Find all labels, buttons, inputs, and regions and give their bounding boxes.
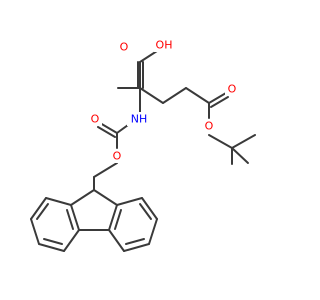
label-carbamate-o: O (113, 150, 122, 163)
bond-right-ring (123, 243, 150, 252)
label-ester-carbonyl-o: O (228, 83, 237, 96)
label-ester-o: O (205, 120, 214, 133)
bond-tbu-methyl (231, 134, 256, 149)
bond-carbamate-c-o-double (99, 122, 118, 134)
atom-oh: OH (154, 38, 174, 52)
bond-left-ring-double (36, 203, 49, 220)
bond-ch2-ester-c (185, 87, 210, 104)
bond-left-ring (30, 218, 40, 245)
atom-carbamate-carbonyl-o: O (88, 112, 102, 126)
bond-right-ring (141, 197, 158, 220)
bond-acid-c-oh (139, 50, 158, 63)
label-carbamate-carbonyl-o: O (91, 113, 100, 126)
bond-fluorene-5ring (70, 189, 95, 206)
bond-left-ring-double (43, 238, 63, 245)
bond-ch2-ch2 (162, 87, 187, 104)
bond-left-ring (63, 229, 80, 252)
atom-ester-carbonyl-o: O (225, 82, 239, 96)
bond-ester-c-o-double (210, 96, 229, 108)
bond-ester-c-o-double (208, 92, 227, 104)
label-acid-carbonyl-o: O (120, 41, 129, 54)
bond-alpha-ch2 (139, 87, 164, 104)
bond-left-ring-double (66, 209, 74, 230)
bond-fluorene-5ring (93, 189, 118, 206)
atom-nh: NH (127, 112, 151, 126)
bond-right-ring (116, 197, 143, 206)
bond-right-ring-double (125, 238, 145, 245)
bond-left-ring (38, 243, 65, 252)
bond-n-carbamate-c (116, 124, 129, 134)
atom-carbamate-o: O (110, 149, 124, 163)
bond-right-ring-double (114, 209, 122, 230)
atom-acid-carbonyl-o: O (117, 40, 131, 54)
bond-fluorene-5ring (70, 204, 80, 231)
bond-left-ring (45, 197, 72, 206)
bond-o-tbu (208, 134, 233, 149)
bond-right-ring (148, 218, 158, 245)
bond-tbu-methyl (231, 147, 249, 164)
molecule-structure: OH O NH O O O O (30, 38, 256, 252)
bond-right-ring (108, 229, 125, 252)
label-oh: OH (156, 39, 173, 52)
bond-right-ring-double (139, 203, 152, 220)
label-nh: NH (131, 113, 148, 126)
bond-carbamate-c-o-double (97, 126, 116, 138)
atom-ester-o: O (202, 119, 216, 133)
bond-fluorene-5ring (108, 204, 118, 231)
bond-left-ring (30, 197, 47, 220)
bond-o-ch2 (93, 162, 118, 178)
